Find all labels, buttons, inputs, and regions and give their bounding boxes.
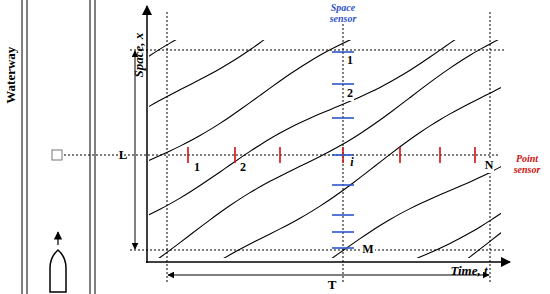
- callout-number: i: [349, 156, 354, 169]
- vessel-trajectory: [149, 162, 501, 258]
- sensor-square: [52, 150, 62, 160]
- dimension-label: L: [119, 148, 128, 162]
- time-axis: [146, 261, 510, 263]
- dimension-label: T: [328, 278, 337, 292]
- space-axis: [146, 6, 148, 263]
- vessel-trajectory: [149, 40, 501, 164]
- axis-label: Time, t: [450, 264, 487, 278]
- vessel-symbol: [50, 250, 66, 292]
- callout-number: M: [361, 243, 374, 256]
- period-dimension: [168, 275, 489, 276]
- point-sensor-marks: [188, 147, 475, 163]
- callout-number: 1: [193, 161, 201, 174]
- trajectories: [149, 40, 501, 258]
- vessel-trajectory: [149, 83, 501, 258]
- callout-number: 1: [346, 54, 354, 67]
- vessel-trajectory: [149, 40, 501, 219]
- length-dimension: [135, 51, 136, 249]
- vessel-trajectory: [149, 40, 501, 62]
- axis-label: Space, x: [132, 33, 146, 78]
- vessel-trajectory: [149, 40, 501, 258]
- vessel-trajectory: [149, 207, 501, 258]
- space-sensor-marks: [332, 52, 354, 248]
- sensor-label: Space sensor: [321, 2, 365, 24]
- sensor-label: Point sensor: [507, 153, 547, 175]
- waterway-label: Waterway: [5, 46, 19, 103]
- callout-number: 2: [239, 161, 247, 174]
- waterway-banks: [22, 0, 95, 294]
- guide-lines: [64, 12, 505, 282]
- vessel-trajectory: [149, 226, 501, 258]
- callout-number: N: [484, 159, 495, 172]
- direction-arrow: [57, 232, 58, 245]
- callout-number: 2: [346, 87, 354, 100]
- vessel-trajectory: [149, 40, 501, 112]
